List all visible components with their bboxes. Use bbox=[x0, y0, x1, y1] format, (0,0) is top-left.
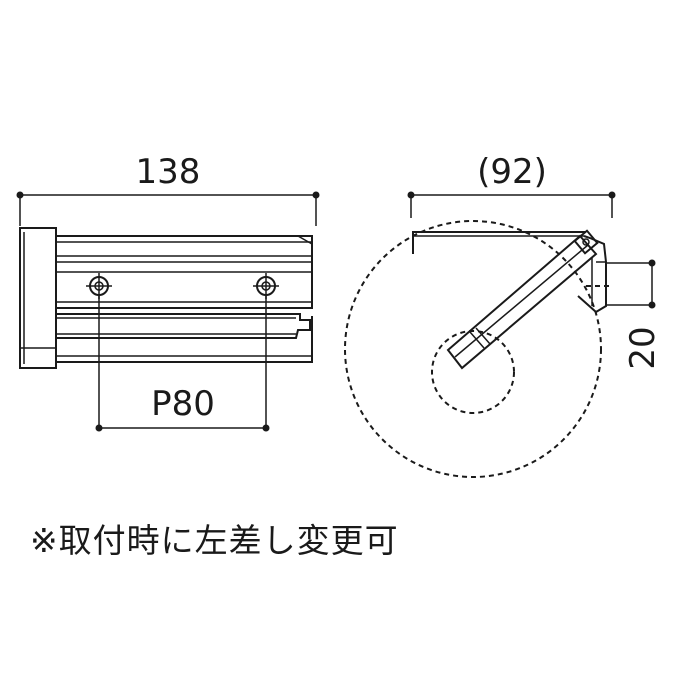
wall-plate bbox=[19, 227, 57, 369]
paper-core-outline bbox=[431, 330, 515, 414]
pitch-dimension-label: P80 bbox=[151, 384, 215, 424]
screw-right bbox=[253, 273, 279, 299]
upper-bar bbox=[55, 235, 313, 309]
pitch-dimension-line bbox=[95, 296, 270, 432]
depth-dimension-label: (92) bbox=[477, 152, 547, 192]
height-dimension-label: 20 bbox=[623, 326, 663, 369]
side-view: (92) 20 bbox=[344, 152, 663, 478]
installation-note: ※取付時に左差し変更可 bbox=[30, 521, 399, 560]
depth-dimension-line bbox=[407, 191, 616, 218]
screw-left bbox=[86, 273, 112, 299]
width-dimension-line bbox=[16, 191, 320, 226]
paper-roll-outline bbox=[344, 220, 602, 478]
holder-arm bbox=[446, 229, 599, 370]
height-dimension-line bbox=[586, 259, 656, 309]
front-view: 138 bbox=[16, 152, 320, 432]
width-dimension-label: 138 bbox=[136, 152, 201, 192]
side-mount-bracket bbox=[412, 231, 607, 314]
paper-rod bbox=[55, 313, 313, 363]
